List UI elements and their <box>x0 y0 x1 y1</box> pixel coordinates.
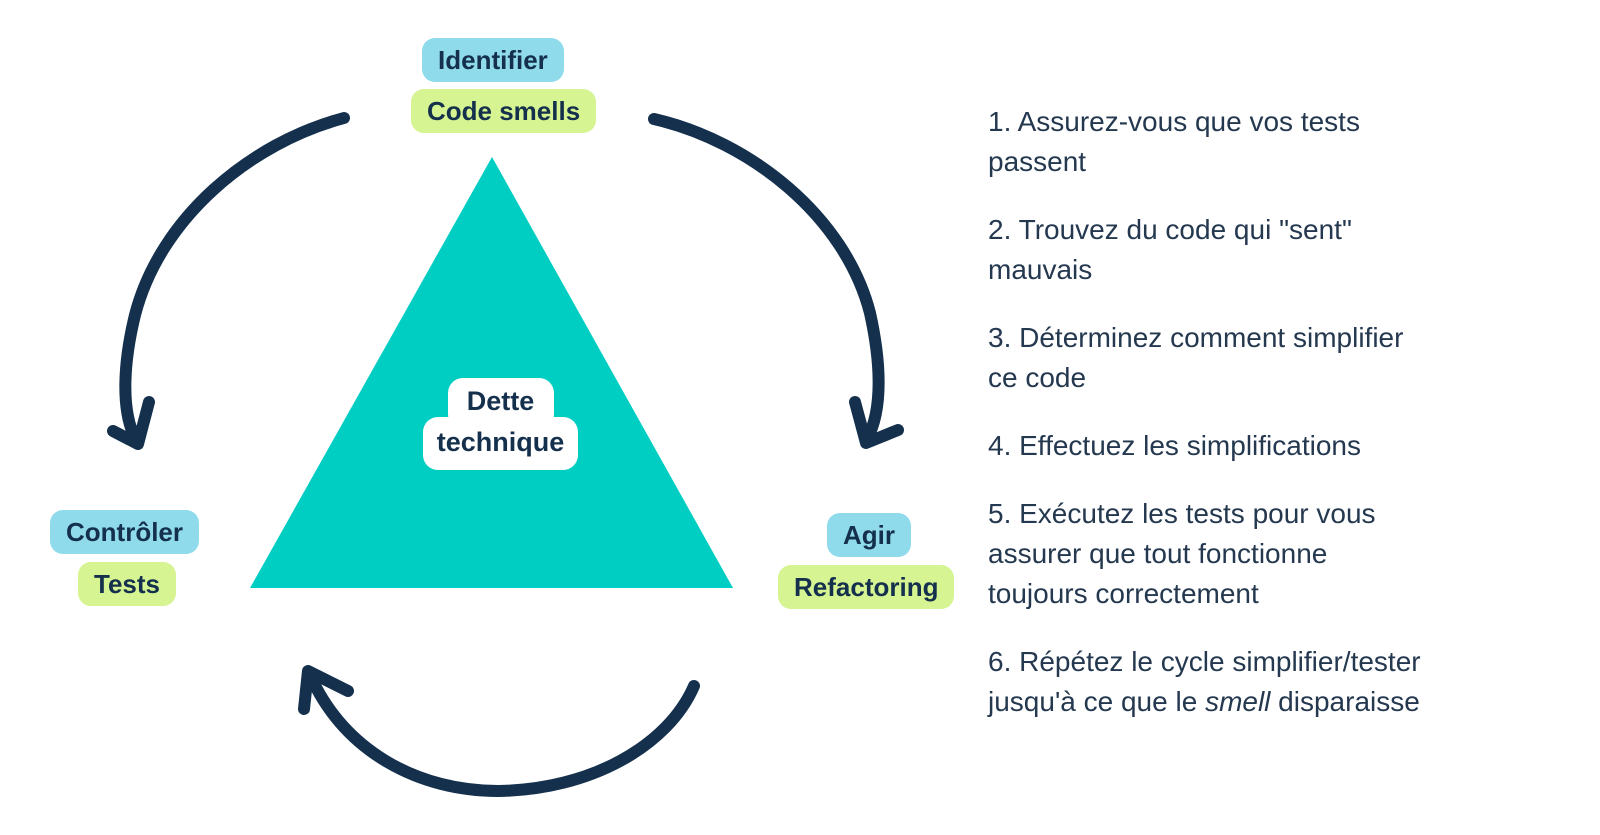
step-3-line-2: ce code <box>988 362 1087 393</box>
step-3: 3. Déterminez comment simplifier ce code <box>988 318 1548 398</box>
step-1-line-2: passent <box>988 146 1087 177</box>
step-4-line-1: 4. Effectuez les simplifications <box>988 430 1361 461</box>
step-1: 1. Assurez-vous que vos tests passent <box>988 102 1548 182</box>
step-5: 5. Exécutez les tests pour vous assurer … <box>988 494 1548 614</box>
triangle-center-label: Dette technique <box>423 378 578 470</box>
badge-controler: Contrôler <box>50 510 199 554</box>
cycle-diagram-art <box>107 112 904 797</box>
step-6: 6. Répétez le cycle simplifier/tester ju… <box>988 642 1548 722</box>
badge-agir: Agir <box>827 513 911 557</box>
cycle-arrow-bottom <box>304 669 700 797</box>
badge-identifier: Identifier <box>422 38 564 82</box>
cycle-arrow-left <box>119 112 350 446</box>
triangle-center-label-line1: Dette <box>447 378 554 429</box>
steps-list: 1. Assurez-vous que vos tests passent 2.… <box>988 102 1548 750</box>
cycle-arrow-right-head-icon <box>849 396 904 449</box>
cycle-arrow-bottom-head-icon <box>298 665 354 715</box>
step-5-line-1: 5. Exécutez les tests pour vous <box>988 498 1376 529</box>
step-6-line-2: jusqu'à ce que le smell disparaisse <box>988 686 1420 717</box>
triangle-center-label-line2: technique <box>423 417 578 470</box>
step-6-line-1: 6. Répétez le cycle simplifier/tester <box>988 646 1421 677</box>
step-2-line-2: mauvais <box>988 254 1093 285</box>
step-2: 2. Trouvez du code qui "sent" mauvais <box>988 210 1548 290</box>
badge-code-smells: Code smells <box>411 89 597 133</box>
step-4: 4. Effectuez les simplifications <box>988 426 1548 466</box>
step-5-line-2: assurer que tout fonctionne <box>988 538 1328 569</box>
badge-refactoring: Refactoring <box>778 565 955 609</box>
cycle-arrow-right <box>648 113 885 445</box>
step-1-line-1: 1. Assurez-vous que vos tests <box>988 106 1360 137</box>
step-3-line-1: 3. Déterminez comment simplifier <box>988 322 1404 353</box>
cycle-arrow-left-head-icon <box>107 396 155 450</box>
step-5-line-3: toujours correctement <box>988 578 1259 609</box>
badge-tests: Tests <box>78 562 176 606</box>
step-2-line-1: 2. Trouvez du code qui "sent" <box>988 214 1352 245</box>
technical-debt-triangle <box>250 157 733 588</box>
